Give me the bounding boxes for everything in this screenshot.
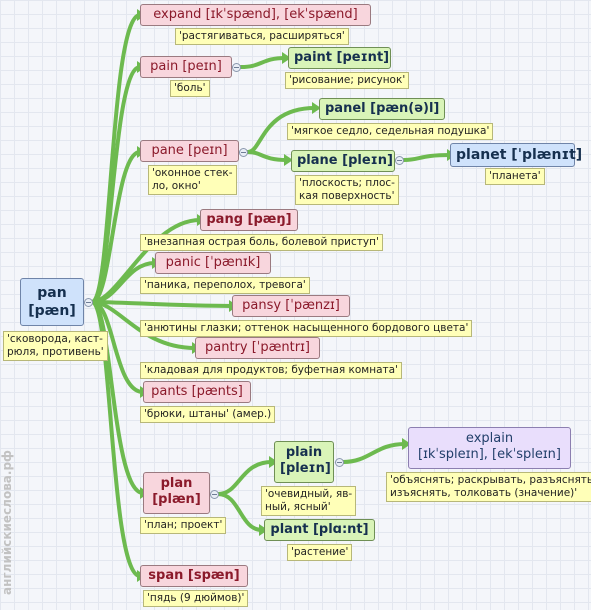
node-span[interactable]: span [spæn] bbox=[140, 565, 248, 587]
node-plane[interactable]: plane [pleɪn] bbox=[291, 150, 395, 172]
collapse-toggle-plain[interactable] bbox=[335, 458, 344, 467]
translation-pain: 'боль' bbox=[170, 80, 210, 97]
translation-panic: 'паника, переполох, тревога' bbox=[140, 277, 310, 294]
node-panel[interactable]: panel [pæn(ə)l] bbox=[319, 98, 445, 120]
collapse-toggle-plane[interactable] bbox=[395, 156, 404, 165]
node-planet[interactable]: planet [ˈplænɪt] bbox=[450, 143, 582, 167]
translation-panel: 'мягкое седло, седельная подушка' bbox=[287, 123, 494, 140]
node-explain[interactable]: explain [ɪkˈspleɪn], [ekˈspleɪn] bbox=[408, 427, 571, 469]
translation-explain: 'объяснять; раскрывать, разъяснять; изъя… bbox=[386, 472, 591, 502]
translation-explain-line2: изъяснять, толковать (значение)' bbox=[390, 487, 578, 499]
collapse-toggle-pan[interactable] bbox=[84, 298, 93, 307]
node-expand[interactable]: expand [ɪkˈspænd], [ekˈspænd] bbox=[140, 4, 371, 26]
translation-span: 'пядь (9 дюймов)' bbox=[143, 590, 249, 607]
node-plan-word: plan bbox=[160, 476, 193, 491]
node-explain-word: explain bbox=[465, 431, 514, 446]
node-pants[interactable]: pants [pænts] bbox=[143, 381, 251, 403]
translation-pan: 'сковорода, каст- рюля, противень' bbox=[3, 331, 108, 361]
translation-pane-line2: ло, окно' bbox=[152, 180, 201, 192]
node-pain[interactable]: pain [peɪn] bbox=[140, 56, 232, 78]
node-plain-word: plain bbox=[285, 445, 323, 460]
translation-paint: 'рисование; рисунок' bbox=[285, 72, 410, 89]
node-pan-word: pan bbox=[37, 285, 67, 301]
collapse-toggle-plan[interactable] bbox=[210, 490, 219, 499]
node-pantry[interactable]: pantry [ˈpæntrɪ] bbox=[195, 337, 320, 359]
node-explain-ipa: [ɪkˈspleɪn], [ekˈspleɪn] bbox=[418, 447, 561, 462]
translation-plain-line1: 'очевидный, яв- bbox=[265, 488, 353, 500]
translation-plane-line1: 'плоскость; плос- bbox=[299, 177, 395, 189]
translation-pan-line2: рюля, противень' bbox=[7, 346, 104, 358]
node-plain[interactable]: plain [pleɪn] bbox=[274, 441, 334, 483]
node-plant[interactable]: plant [plɑ:nt] bbox=[264, 519, 375, 541]
translation-plain: 'очевидный, яв- ный, ясный' bbox=[261, 486, 357, 516]
translation-plain-line2: ный, ясный' bbox=[265, 501, 331, 513]
node-panic[interactable]: panic [ˈpænɪk] bbox=[155, 252, 271, 274]
node-pan[interactable]: pan [pæn] bbox=[20, 278, 84, 326]
translation-plant: 'растение' bbox=[287, 544, 353, 561]
translation-plane: 'плоскость; плос- кая поверхность' bbox=[295, 175, 399, 205]
translation-pang: 'внезапная острая боль, болевой приступ' bbox=[140, 234, 383, 251]
translation-explain-line1: 'объяснять; раскрывать, разъяснять; bbox=[390, 474, 591, 486]
translation-pants: 'брюки, штаны' (амер.) bbox=[140, 406, 276, 423]
node-plan[interactable]: plan [plæn] bbox=[143, 472, 210, 514]
translation-plane-line2: кая поверхность' bbox=[299, 190, 395, 202]
translation-pan-line1: 'сковорода, каст- bbox=[7, 333, 103, 345]
node-plain-ipa: [pleɪn] bbox=[280, 461, 331, 476]
site-watermark: английскиеслова.рф bbox=[0, 450, 14, 596]
translation-expand: 'растягиваться, расширяться' bbox=[175, 28, 349, 45]
node-pane[interactable]: pane [peɪn] bbox=[140, 140, 239, 162]
node-pansy[interactable]: pansy [ˈpænzɪ] bbox=[232, 295, 350, 317]
node-plan-ipa: [plæn] bbox=[152, 492, 201, 507]
node-pang[interactable]: pang [pæŋ] bbox=[200, 209, 298, 231]
translation-pansy: 'анютины глазки; оттенок насыщенного бор… bbox=[140, 320, 473, 337]
node-paint[interactable]: paint [peɪnt] bbox=[288, 47, 391, 69]
collapse-toggle-pane[interactable] bbox=[239, 148, 248, 157]
translation-pane-line1: 'оконное стек- bbox=[152, 167, 233, 179]
translation-planet: 'планета' bbox=[485, 168, 545, 185]
node-pan-ipa: [pæn] bbox=[28, 303, 76, 319]
collapse-toggle-pain[interactable] bbox=[232, 63, 241, 72]
translation-pane: 'оконное стек- ло, окно' bbox=[148, 165, 237, 195]
translation-plan: 'план; проект' bbox=[140, 517, 227, 534]
translation-pantry: 'кладовая для продуктов; буфетная комнат… bbox=[140, 362, 402, 379]
